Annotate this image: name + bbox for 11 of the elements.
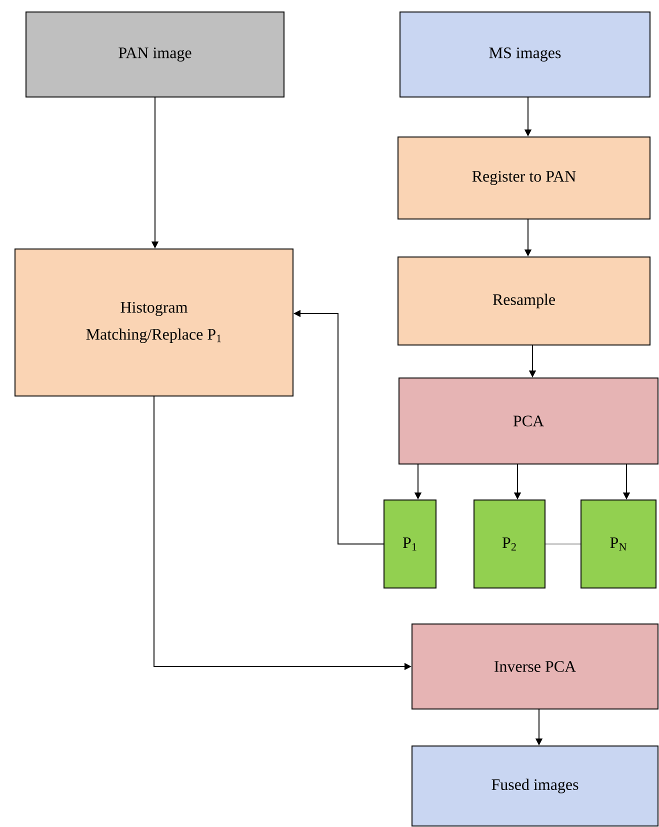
input-box: MS images [400, 12, 650, 98]
output-box: Fused images [412, 746, 658, 826]
input-box: PAN image [26, 12, 284, 98]
process-box: Inverse PCA [412, 624, 658, 710]
process-box: Register to PAN [398, 136, 650, 220]
component-box: P$_{2}$ [474, 500, 546, 588]
process-box: Resample [398, 256, 650, 346]
process-box: PCA [398, 378, 658, 464]
component-box: P$_{1}$ [384, 500, 436, 588]
component-box: P$_{N}$ [580, 500, 656, 588]
process-box: Histogram Matching/Replace P$_{1}$ [14, 248, 294, 396]
